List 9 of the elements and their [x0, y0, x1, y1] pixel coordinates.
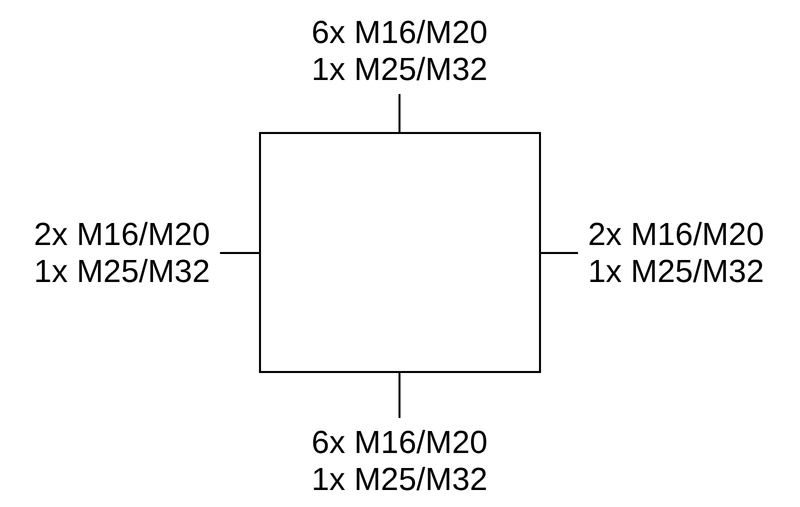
- leader-line: [541, 252, 578, 254]
- enclosure-outline: [259, 132, 541, 373]
- cable-entry-label: 6x M16/M20 1x M25/M32: [302, 14, 497, 88]
- leader-line: [398, 94, 400, 132]
- cable-entry-label: 2x M16/M20 1x M25/M32: [588, 216, 783, 290]
- leader-line: [398, 373, 400, 418]
- leader-line: [220, 252, 259, 254]
- cable-entry-label: 2x M16/M20 1x M25/M32: [15, 216, 210, 290]
- cable-entry-label: 6x M16/M20 1x M25/M32: [302, 424, 497, 498]
